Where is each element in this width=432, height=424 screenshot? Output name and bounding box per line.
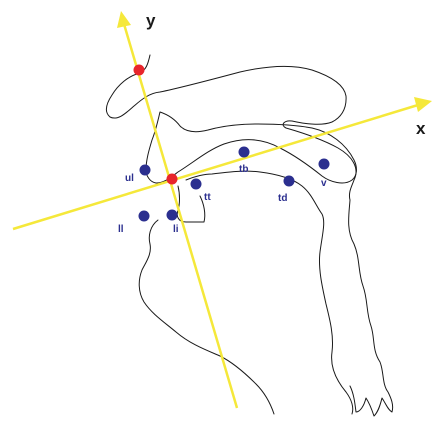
reference-point-top [133, 64, 145, 76]
incisor-outline [176, 185, 206, 223]
sensor-label-tt: tt [204, 192, 211, 203]
sensor-label-ul: ul [125, 173, 134, 184]
sensor-point-li [166, 209, 178, 221]
y-axis-arrowhead [117, 11, 131, 28]
lower-lip-outline [138, 219, 275, 415]
jaw-outline [185, 170, 354, 415]
sensor-point-ll [138, 210, 150, 222]
palate-outline [105, 54, 394, 417]
sensor-point-tt [190, 178, 202, 190]
sensor-label-td: td [278, 193, 287, 204]
sensor-point-v [318, 158, 330, 170]
x-axis-line [12, 103, 419, 231]
sensor-point-tb [238, 146, 250, 158]
reference-point-origin [166, 173, 178, 185]
x-axis-label: x [416, 119, 426, 138]
sensor-point-ul [139, 164, 151, 176]
sensor-point-td [283, 175, 295, 187]
sensor-label-v: v [321, 178, 327, 189]
sensor-label-tb: tb [239, 164, 248, 175]
sensor-label-ll: ll [118, 224, 124, 235]
x-axis-arrowhead [414, 97, 432, 112]
tongue-outline [145, 111, 357, 184]
y-axis-label: y [146, 11, 156, 30]
sensor-label-li: li [173, 224, 179, 235]
y-axis-line [122, 23, 239, 409]
